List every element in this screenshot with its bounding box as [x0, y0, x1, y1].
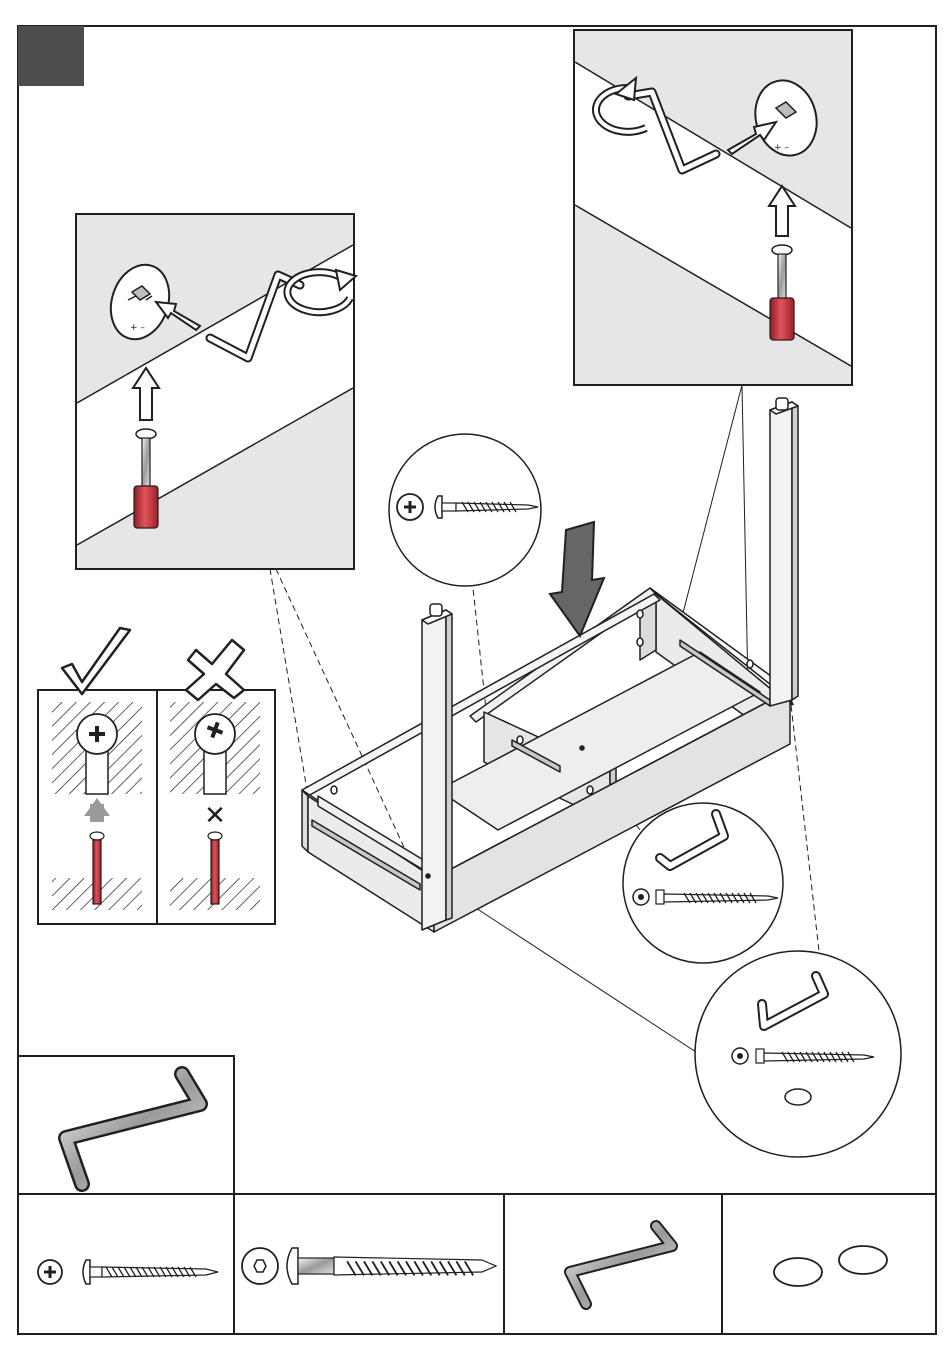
cam-lock-sign: + – — [130, 323, 145, 333]
cam-lock-sign: + – — [774, 143, 789, 153]
bolt-detail-circle-2 — [695, 951, 901, 1157]
detail-panel-left: + – — [76, 214, 356, 569]
correct-incorrect-panel: ✕ — [38, 628, 275, 924]
cover-cap-icon — [774, 1258, 822, 1286]
phillips-head-icon — [38, 1260, 62, 1284]
hardware-allen-key-small — [504, 1194, 722, 1334]
hardware-allen-key-large — [18, 1056, 234, 1194]
hardware-hex-bolt — [234, 1194, 504, 1334]
step-number-box — [18, 26, 84, 86]
bolt-detail-circle-1 — [623, 803, 783, 963]
cross-small-mark: ✕ — [204, 801, 226, 831]
detail-panel-right: + – — [574, 30, 852, 385]
hardware-cover-caps — [722, 1194, 936, 1334]
cover-cap-icon — [839, 1246, 887, 1274]
press-down-arrow-icon — [550, 522, 604, 636]
cover-cap-icon — [785, 1089, 811, 1105]
phillips-head-icon — [397, 494, 423, 520]
screw-detail-circle — [389, 434, 541, 586]
hardware-phillips-screw — [18, 1194, 234, 1334]
check-mark-icon — [62, 628, 130, 694]
